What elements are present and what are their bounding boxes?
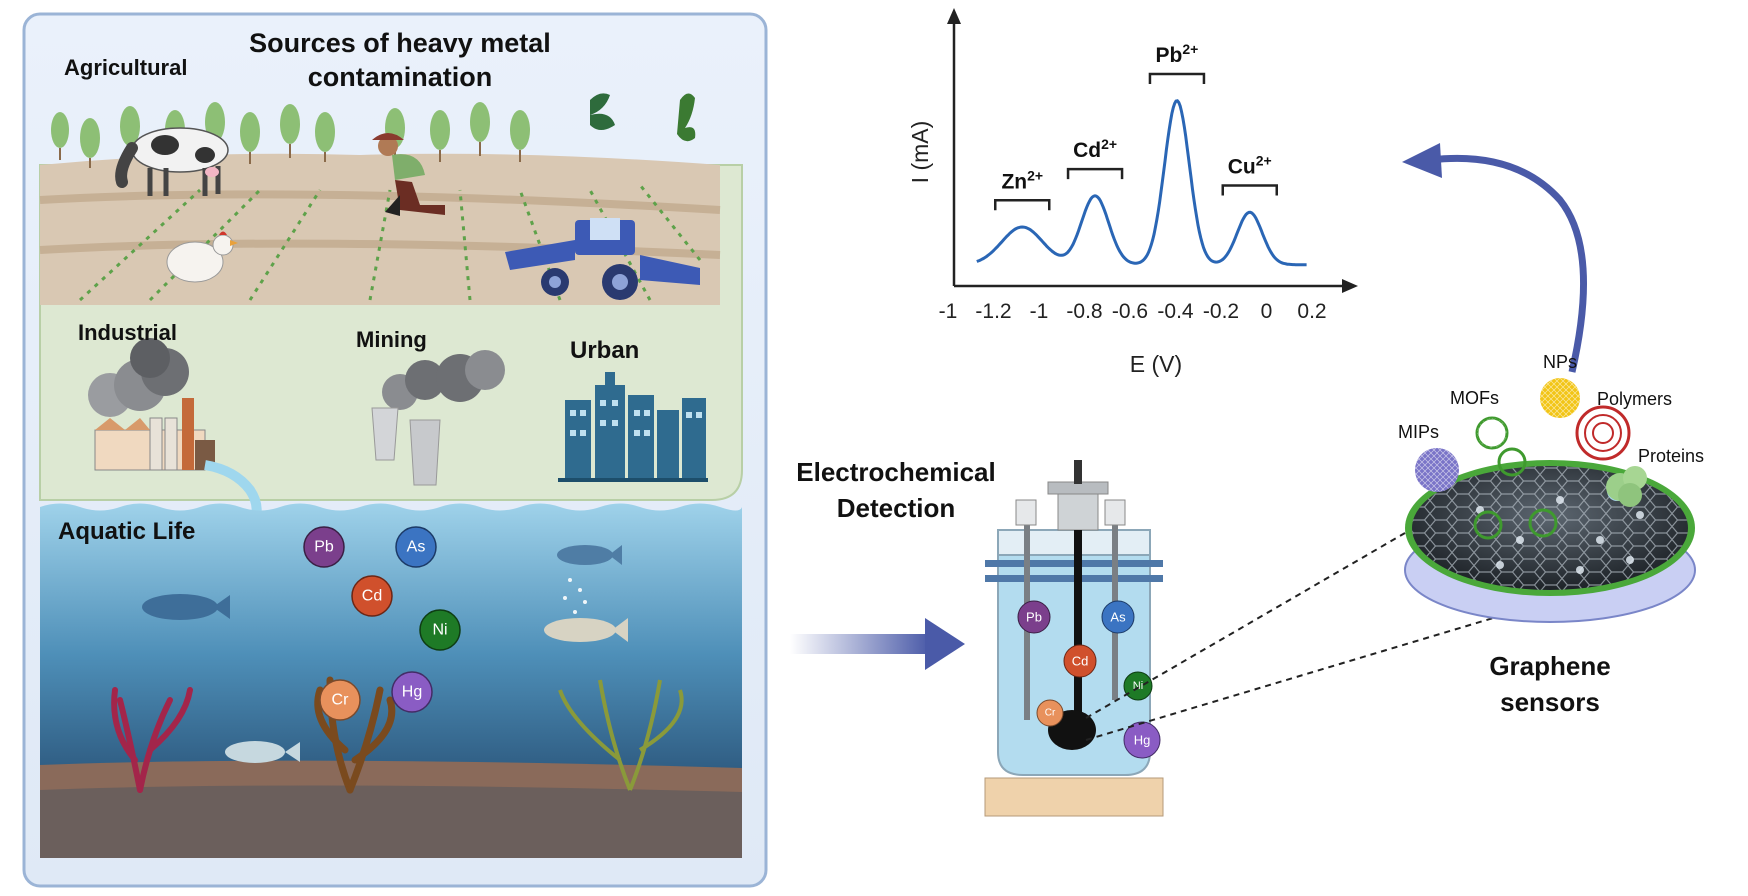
- svg-text:Pb: Pb: [314, 539, 334, 556]
- svg-text:Hg: Hg: [402, 684, 422, 701]
- flow-arrow-curved: [1402, 143, 1588, 373]
- tractor-icon: [505, 218, 700, 300]
- ion-bubble: Cd: [351, 575, 393, 617]
- heavy-metal-ions-water: Pb As Cd Ni Cr Hg: [303, 526, 461, 721]
- agricultural-field: [39, 93, 721, 305]
- svg-text:Cr: Cr: [332, 692, 350, 709]
- ion-bubble: Pb: [1017, 600, 1051, 634]
- chicken-icon: [166, 231, 238, 283]
- voltammetry-curve: [976, 99, 1307, 267]
- source-label-urban: Urban: [570, 337, 640, 364]
- x-tick-label: -1.2: [975, 300, 1011, 323]
- peak-bracket: [1148, 72, 1206, 84]
- cell-ions: Pb As Cd Ni Cr Hg: [1017, 600, 1161, 759]
- material-label: NPs: [1543, 352, 1577, 372]
- x-tick-label: -1: [1030, 300, 1049, 323]
- peak-label: Pb2+: [1156, 41, 1199, 67]
- protein-icon: [1606, 466, 1647, 507]
- svg-text:Pb: Pb: [1026, 610, 1042, 625]
- peak-bracket: [1221, 184, 1278, 196]
- y-axis-label: I (mA): [907, 121, 933, 184]
- material-label: Polymers: [1597, 389, 1672, 409]
- tree-row: [51, 102, 530, 168]
- ion-bubble: Ni: [419, 609, 461, 651]
- fish-icon: [557, 545, 622, 565]
- ion-bubble: As: [1101, 600, 1135, 634]
- source-label-mining: Mining: [356, 327, 427, 352]
- x-tick-label: 0: [1261, 300, 1273, 323]
- sensor-label: Graphene sensors: [1489, 651, 1611, 717]
- x-tick-label: 0.2: [1297, 300, 1326, 323]
- mip-icon: [1415, 448, 1459, 492]
- peak-bracket: [994, 199, 1051, 211]
- x-tick-label: -0.8: [1066, 300, 1102, 323]
- fish-icon: [225, 741, 300, 763]
- detection-label: Electrochemical Detection: [796, 457, 996, 523]
- aquatic-zone: [40, 503, 742, 858]
- plant-icon: [590, 93, 696, 142]
- nanoparticle-icon: [1540, 378, 1580, 418]
- ion-bubble: Ni: [1123, 671, 1153, 701]
- mof-icon: [1497, 447, 1527, 477]
- material-label: MIPs: [1398, 422, 1439, 442]
- ion-bubble: Pb: [303, 526, 345, 568]
- mof-icon: [1475, 416, 1509, 450]
- ion-bubble: Cr: [319, 679, 361, 721]
- ion-bubble: Hg: [391, 671, 433, 713]
- zoom-lines: [1085, 532, 1561, 741]
- x-tick-label: -0.2: [1203, 300, 1239, 323]
- voltammogram-chart: -1 -1.2 -1 -0.8 -0.6 -0.4 -0.2 0 0.2 Zn2+ Cd2+ Pb2…: [907, 8, 1358, 377]
- industrial-factory-icon: [88, 338, 262, 522]
- ion-bubble: Cr: [1036, 699, 1064, 727]
- x-tick-label: -0.6: [1112, 300, 1148, 323]
- x-tick-label: -1: [939, 300, 958, 323]
- aquatic-life-label: Aquatic Life: [58, 518, 196, 545]
- svg-text:Ni: Ni: [1133, 680, 1143, 692]
- svg-text:As: As: [1110, 610, 1126, 625]
- peak-bracket: [1066, 167, 1124, 180]
- mof-icon: [1528, 508, 1558, 538]
- svg-text:Ni: Ni: [432, 622, 447, 639]
- x-axis-label: E (V): [1130, 351, 1182, 377]
- cow-icon: [115, 127, 229, 196]
- farmer-icon: [372, 133, 445, 216]
- sensor-materials: NPs MOFs Polymers MIPs Proteins: [1398, 352, 1704, 540]
- svg-text:Cd: Cd: [1072, 654, 1089, 669]
- peak-label: Cu2+: [1228, 153, 1272, 179]
- ion-bubble: As: [395, 526, 437, 568]
- polymer-icon: [1575, 405, 1631, 461]
- material-label: Proteins: [1638, 446, 1704, 466]
- ion-bubble: Cd: [1063, 644, 1097, 678]
- mining-plant-icon: [371, 350, 505, 486]
- kelp-icon: [558, 679, 684, 791]
- x-tick-label: -0.4: [1157, 300, 1194, 323]
- svg-text:Hg: Hg: [1134, 733, 1151, 748]
- svg-text:Cr: Cr: [1045, 708, 1056, 719]
- fish-icon: [142, 594, 230, 620]
- urban-city-icon: [558, 372, 708, 482]
- material-label: MOFs: [1450, 388, 1499, 408]
- red-seaweed-icon: [111, 687, 193, 793]
- fish-icon: [544, 618, 628, 642]
- source-label-agricultural: Agricultural: [64, 55, 188, 80]
- panel-title: Sources of heavy metal contamination: [249, 28, 551, 92]
- contamination-panel: [22, 12, 768, 888]
- peak-label: Zn2+: [1001, 167, 1043, 193]
- mof-icon: [1473, 510, 1503, 540]
- source-label-industrial: Industrial: [78, 320, 178, 345]
- ion-bubble: Hg: [1123, 721, 1161, 759]
- svg-text:As: As: [407, 539, 426, 556]
- peak-label: Cd2+: [1073, 136, 1117, 162]
- svg-text:Cd: Cd: [362, 588, 382, 605]
- flow-arrow-right: [790, 618, 965, 670]
